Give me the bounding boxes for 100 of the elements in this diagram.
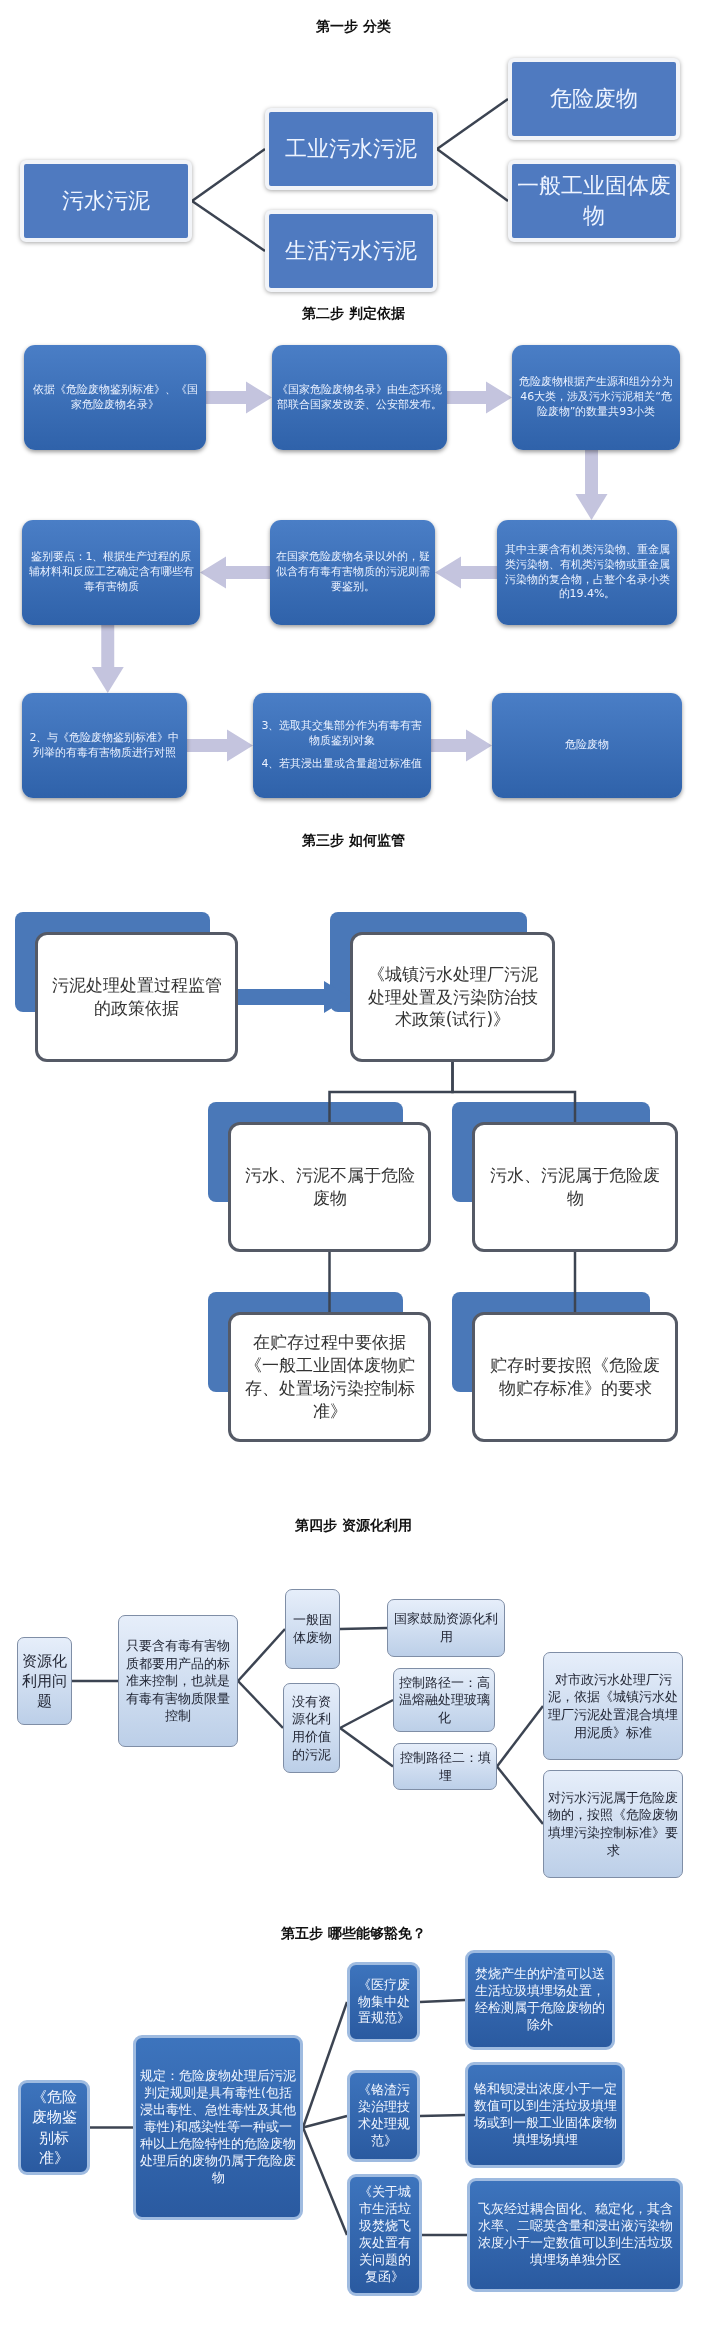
process-box	[508, 160, 680, 242]
box-text: 《国家危险废物名录》由生态环境部联合国家发改委、公安部发布。	[276, 382, 443, 413]
outlined-box	[472, 1312, 678, 1442]
process-box	[22, 693, 187, 798]
section-heading: 第五步 哪些能够豁免？	[280, 1925, 427, 1943]
block-arrow	[431, 729, 492, 762]
outlined-box	[228, 1122, 431, 1252]
box-text: 只要含有毒有害物质都要用产品的标准来控制，也就是有毒有害物质限量控制	[125, 1637, 231, 1725]
box-text: 控制路径二：填埋	[398, 1748, 492, 1785]
box-text: 焚烧产生的炉渣可以送生活垃圾填埋场处置，经检测属于危险废物的除外	[474, 1966, 606, 2034]
connector-line	[339, 1727, 394, 1768]
process-box	[467, 2178, 683, 2292]
connector-line	[419, 1998, 466, 2004]
process-box	[253, 693, 431, 798]
process-box	[543, 1770, 683, 1878]
box-text: 鉴别要点：1、根据生产过程的原辅材料和反应工艺确定含有哪些有毒有害物质	[27, 550, 195, 595]
box-text: 污水、污泥属于危险废物	[489, 1164, 661, 1210]
connector-line	[72, 1679, 118, 1683]
connector-line	[573, 1252, 577, 1312]
process-box	[497, 520, 677, 625]
process-box	[270, 520, 435, 625]
box-text: 危险废物	[565, 738, 609, 753]
box-text: 污泥处理处置过程监管的政策依据	[50, 974, 223, 1020]
box-text: 一般固体废物	[292, 1611, 333, 1647]
box-text: 铬和钡浸出浓度小于一定数值可以到生活垃圾填埋场或到一般工业固体废物填埋场填埋	[472, 2081, 618, 2149]
box-text: 危险废物根据产生源和组分分为46大类，涉及污水污泥相关“危险废物”的数量共93小类	[518, 375, 674, 420]
process-box	[265, 108, 437, 190]
box-text: 《铬渣污染治理技术处理规范》	[356, 2082, 411, 2150]
box-text: 2、与《危险废物鉴别标准》中列举的有毒有害物质进行对照	[28, 730, 181, 761]
block-arrow	[187, 729, 253, 762]
box-text: 对污水污泥属于危险废物的，按照《危险废物填埋污染控制标准》要求	[548, 1788, 678, 1860]
process-box	[272, 345, 447, 450]
process-box	[265, 210, 437, 292]
process-box	[22, 520, 200, 625]
connector-line	[339, 1626, 388, 1631]
box-text: 贮存时要按照《危险废物贮存标准》的要求	[489, 1354, 661, 1400]
process-box	[347, 1962, 420, 2042]
box-text: 3、选取其交集部分作为有毒有害物质鉴别对象	[260, 719, 424, 749]
box-text: 国家鼓励资源化利用	[393, 1610, 499, 1646]
process-box	[492, 693, 682, 798]
box-text: 生活污水污泥	[285, 237, 417, 266]
box-text: 在国家危险废物名录以外的，疑似含有有毒有害物质的污泥则需要鉴别。	[274, 550, 431, 595]
process-box	[24, 345, 206, 450]
connector-line	[496, 1705, 544, 1768]
box-text: 一般工业固体废物	[516, 172, 672, 230]
outlined-box	[228, 1312, 431, 1442]
connector-line	[90, 2126, 133, 2129]
box-text: 工业污水污泥	[285, 135, 417, 164]
process-box	[347, 2070, 420, 2162]
box-text: 污水、污泥不属于危险废物	[243, 1164, 416, 1210]
block-arrow	[200, 556, 270, 589]
box-text: 《医疗废物集中处置规范》	[356, 1976, 411, 2028]
section-heading: 第一步 分类	[315, 18, 392, 36]
block-arrow	[447, 381, 512, 414]
box-text: 资源化利用问题	[22, 1650, 67, 1712]
box-text: 控制路径一：高温熔融处理玻璃化	[398, 1673, 490, 1727]
connector-line	[339, 1698, 394, 1730]
section-heading: 第二步 判定依据	[301, 305, 406, 323]
outlined-box	[35, 932, 238, 1062]
box-text: 污水污泥	[62, 187, 150, 216]
process-box	[512, 345, 680, 450]
box-text: 《危险废物鉴别标准》	[30, 2087, 78, 2168]
process-box	[18, 2080, 90, 2175]
process-box	[285, 1589, 340, 1669]
section-heading: 第三步 如何监管	[301, 832, 406, 850]
block-arrow	[575, 450, 608, 520]
box-text: 对市政污水处理厂污泥，依据《城镇污水处理厂污泥处置混合填埋用泥质》标准	[548, 1670, 678, 1742]
connector-line	[191, 148, 266, 202]
outlined-box	[472, 1122, 678, 1252]
connector-line	[436, 97, 509, 151]
connector-line	[328, 1252, 331, 1312]
box-text: 危险废物	[550, 85, 638, 114]
process-box	[133, 2035, 303, 2220]
connector-line	[451, 1062, 577, 1122]
connector-line	[422, 2233, 467, 2237]
block-arrow	[91, 625, 124, 693]
connector-line	[237, 1628, 286, 1682]
box-text: 4、若其浸出量或含量超过标准值	[261, 756, 423, 772]
box-text: 规定：危险废物处理后污泥判定规则是具有毒性(包括浸出毒性、急性毒性及其他毒性)和感染性等一种或一种以上危险特性的危险废物处理后的废物仍属于危险废物	[140, 2068, 296, 2187]
process-box	[508, 58, 680, 140]
box-text: 飞灰经过耦合固化、稳定化，其含水率、二噁英含量和浸出液污染物浓度小于一定数值可以到生活垃圾填埋场单独分区	[476, 2201, 674, 2269]
process-box	[347, 2174, 422, 2296]
process-box	[118, 1615, 238, 1747]
section-heading: 第四步 资源化利用	[294, 1517, 413, 1535]
connector-line	[237, 1680, 284, 1729]
connector-line	[302, 2114, 348, 2129]
connector-line	[301, 2127, 349, 2236]
box-text: 《关于城市生活垃圾焚烧飞灰处置有关问题的复函》	[357, 2184, 412, 2286]
box-text: 其中主要含有机类污染物、重金属类污染物、有机类污染物或重金属污染物的复合物，占整个名录小类的19.4%。	[503, 542, 671, 603]
process-box	[283, 1683, 340, 1773]
box-text: 《城镇污水处理厂污泥处理处置及污染防治技术政策(试行)》	[366, 962, 539, 1032]
process-box	[465, 1950, 615, 2050]
connector-line	[496, 1765, 544, 1825]
process-box	[465, 2062, 625, 2168]
process-box	[17, 1637, 72, 1725]
block-arrow	[206, 381, 272, 414]
connector-line	[301, 2001, 349, 2128]
outlined-box	[350, 932, 555, 1062]
process-box	[543, 1652, 683, 1760]
box-text: 在贮存过程中要依据《一般工业固体废物贮存、处置场污染控制标准》	[243, 1331, 416, 1423]
